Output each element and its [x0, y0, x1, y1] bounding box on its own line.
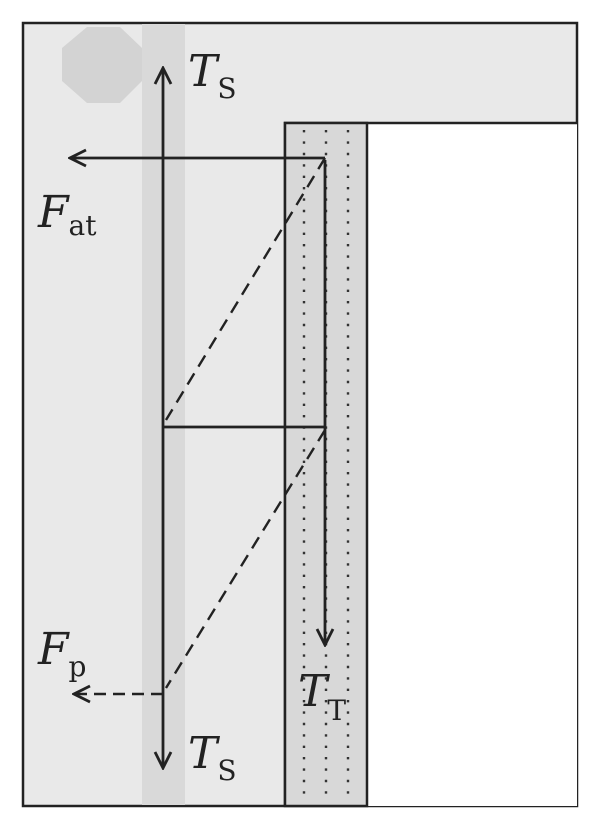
- label-f-at: Fat: [37, 187, 97, 242]
- label-ts-top: TS: [188, 46, 237, 105]
- lower-diagonal: [164, 429, 327, 689]
- white-interior: [367, 123, 577, 806]
- upper-diagonal: [164, 157, 327, 421]
- label-t-t: TT: [298, 666, 346, 727]
- octagon-decoration: [62, 27, 142, 103]
- label-ts-bottom: TS: [188, 728, 237, 787]
- label-f-p: Fp: [37, 624, 86, 683]
